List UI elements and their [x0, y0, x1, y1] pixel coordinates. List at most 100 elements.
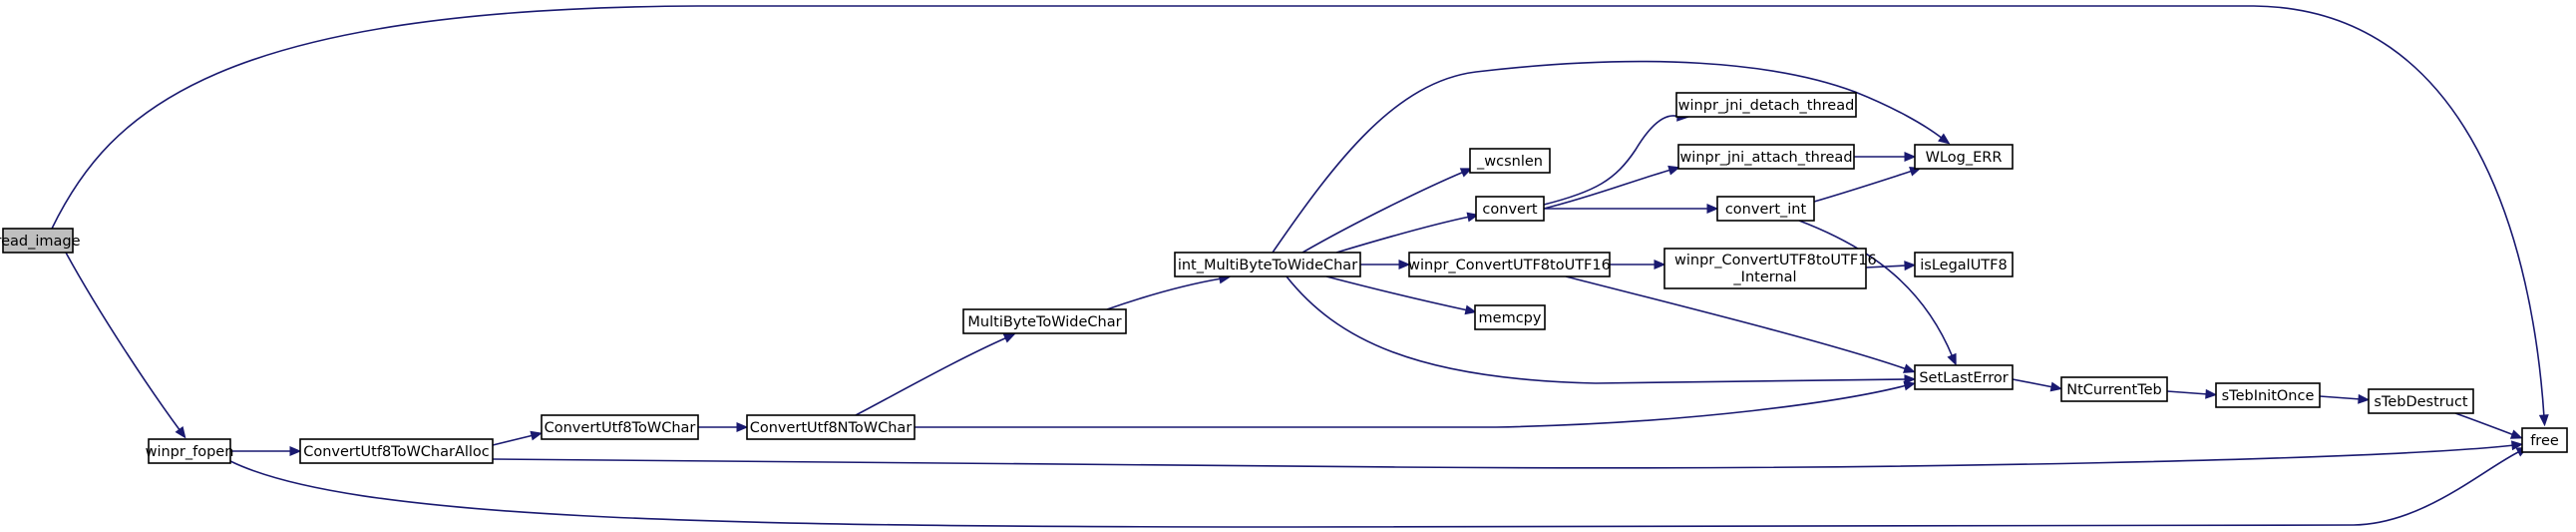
edge-line [1335, 216, 1471, 254]
arrow-head-icon [2509, 429, 2523, 439]
node-label: winpr_jni_attach_thread [1679, 150, 1852, 166]
arrow-head-icon [1466, 212, 1480, 223]
node-box [746, 414, 916, 440]
edge-line [1301, 171, 1465, 254]
node-sTebInitOnce[interactable]: sTebInitOnce [2215, 382, 2321, 408]
edge-winpr_fopen-to-ConvertUtf8ToWCharAlloc [230, 446, 302, 456]
edge-winpr_ConvertUTF8toUTF16_Internal-to-isLegalUTF8 [1865, 261, 1917, 271]
edge-line [1565, 275, 1908, 370]
arrow-head-icon [1903, 380, 1917, 391]
node-box [2060, 376, 2168, 402]
edge-int_MultiByteToWideChar-to-_wcsnlen [1301, 168, 1473, 254]
arrow-head-icon [736, 422, 749, 432]
arrow-head-icon [1903, 363, 1916, 373]
node-label: NtCurrentTeb [2066, 382, 2162, 398]
node-label: WLog_ERR [1926, 150, 2003, 166]
edge-int_MultiByteToWideChar-to-SetLastError [1286, 275, 1917, 384]
edge-line [1325, 275, 1469, 311]
edge-line [2166, 390, 2209, 395]
arrow-head-icon [2358, 393, 2371, 404]
node-box [1914, 364, 2014, 390]
node-convert[interactable]: convert [1475, 196, 1545, 222]
node-box [1663, 248, 1867, 289]
node-label: read_image [0, 234, 81, 250]
node-box [1475, 196, 1545, 222]
edge-int_MultiByteToWideChar-to-convert [1335, 212, 1480, 254]
edge-convert_int-to-WLog_ERR [1813, 167, 1922, 203]
node-WLog_ERR[interactable]: WLog_ERR [1914, 144, 2014, 170]
node-box [1174, 252, 1361, 277]
node-label: memcpy [1479, 310, 1542, 326]
edge-line [2319, 395, 2362, 400]
edge-line [2012, 378, 2054, 388]
node-label: winpr_ConvertUTF8toUTF16 [1674, 253, 1877, 268]
nodes: read_image winpr_fopen ConvertUtf8ToWCharA… [0, 92, 2568, 464]
node-winpr_jni_detach_thread[interactable]: winpr_jni_detach_thread [1675, 92, 1857, 118]
node-ConvertUtf8NToWChar[interactable]: ConvertUtf8NToWChar [746, 414, 916, 440]
node-box [148, 438, 231, 464]
edge-ConvertUtf8ToWCharAlloc-to-ConvertUtf8ToWChar [492, 430, 544, 446]
arrow-head-icon [1667, 165, 1680, 176]
node-winpr_jni_attach_thread[interactable]: winpr_jni_attach_thread [1677, 144, 1855, 170]
node-box [2368, 388, 2474, 414]
node-winpr_fopen[interactable]: winpr_fopen [146, 438, 234, 464]
node-ConvertUtf8ToWChar[interactable]: ConvertUtf8ToWChar [541, 414, 699, 440]
arrow-head-icon [1459, 168, 1473, 178]
edge-line [65, 252, 182, 432]
edge-sTebInitOnce-to-sTebDestruct [2319, 393, 2371, 404]
edge-line [1813, 170, 1914, 203]
node-label: winpr_jni_detach_thread [1678, 98, 1855, 114]
node-convert_int[interactable]: convert_int [1716, 196, 1815, 222]
edge-winpr_ConvertUTF8toUTF16-to-winpr_ConvertUTF8toUTF16_Internal [1610, 260, 1666, 269]
node-box [299, 438, 494, 464]
edge-ConvertUtf8ToWChar-to-ConvertUtf8NToWChar [698, 422, 749, 432]
node-label: SetLastError [1919, 370, 2008, 386]
node-memcpy[interactable]: memcpy [1474, 304, 1546, 330]
node-read_image[interactable]: read_image [0, 228, 81, 254]
node-label: free [2530, 433, 2559, 449]
node-int_MultiByteToWideChar[interactable]: int_MultiByteToWideChar [1174, 252, 1361, 277]
edge-line [229, 450, 2521, 528]
edges [51, 5, 2549, 528]
edge-convert_int-to-SetLastError [1798, 220, 1957, 366]
arrow-head-icon [2510, 440, 2524, 451]
edge-SetLastError-to-NtCurrentTeb [2012, 378, 2063, 392]
node-box [1677, 144, 1855, 170]
node-label: int_MultiByteToWideChar [1178, 258, 1357, 273]
node-_wcsnlen[interactable]: _wcsnlen [1469, 148, 1551, 174]
arrow-head-icon [1654, 260, 1666, 269]
node-winpr_ConvertUTF8toUTF16_Internal[interactable]: winpr_ConvertUTF8toUTF16_Internal [1663, 248, 1877, 289]
node-box [1716, 196, 1815, 222]
node-label: winpr_ConvertUTF8toUTF16 [1408, 258, 1611, 273]
edge-read_image-to-winpr_fopen [65, 252, 186, 439]
node-SetLastError[interactable]: SetLastError [1914, 364, 2014, 390]
node-free[interactable]: free [2521, 427, 2568, 453]
node-box [541, 414, 699, 440]
node-isLegalUTF8[interactable]: isLegalUTF8 [1914, 252, 2014, 277]
node-label: sTebDestruct [2374, 394, 2468, 410]
edge-line [492, 434, 535, 446]
edge-line [1272, 60, 1944, 254]
node-box [1914, 144, 2014, 170]
edge-ConvertUtf8NToWChar-to-SetLastError [915, 380, 1917, 428]
arrow-head-icon [2049, 381, 2063, 392]
node-MultiByteToWideChar[interactable]: MultiByteToWideChar [962, 308, 1127, 334]
arrow-head-icon [1706, 204, 1719, 214]
node-sTebDestruct[interactable]: sTebDestruct [2368, 388, 2474, 414]
node-label: convert [1482, 202, 1537, 218]
node-label: ConvertUtf8ToWChar [545, 420, 696, 436]
edge-line [915, 384, 1908, 428]
edge-sTebDestruct-to-free [2454, 412, 2523, 439]
node-NtCurrentTeb[interactable]: NtCurrentTeb [2060, 376, 2168, 402]
node-box [2215, 382, 2321, 408]
arrow-head-icon [1938, 133, 1951, 145]
node-label-line2: _Internal [1732, 269, 1796, 285]
edge-ConvertUtf8ToWCharAlloc-to-free [492, 440, 2524, 469]
edge-line [51, 5, 2545, 418]
arrow-head-icon [1464, 304, 1478, 315]
edge-int_MultiByteToWideChar-to-WLog_ERR [1272, 60, 1951, 254]
node-winpr_ConvertUTF8toUTF16[interactable]: winpr_ConvertUTF8toUTF16 [1408, 252, 1611, 277]
node-ConvertUtf8ToWCharAlloc[interactable]: ConvertUtf8ToWCharAlloc [299, 438, 494, 464]
node-box [1408, 252, 1611, 277]
arrow-head-icon [1398, 260, 1411, 269]
